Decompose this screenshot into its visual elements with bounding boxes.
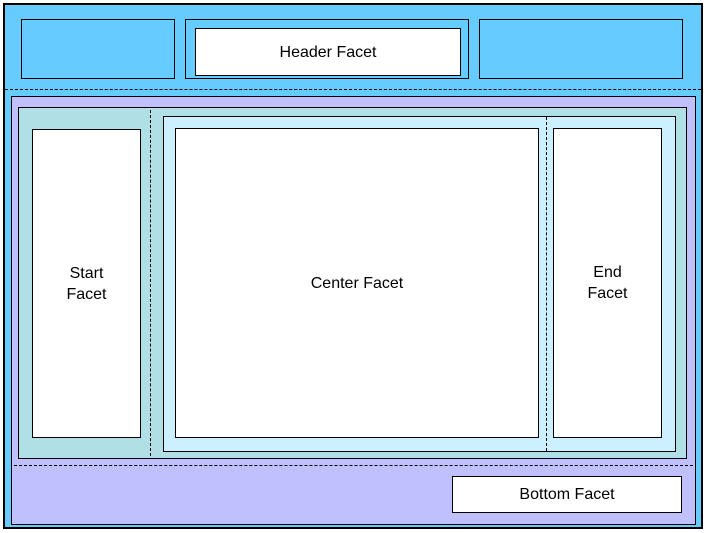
end-facet-label-line2: Facet [587,285,628,302]
center-facet: Center Facet [175,128,539,438]
header-right-slot [479,19,683,79]
bottom-facet: Bottom Facet [452,476,682,513]
start-facet: Start Facet [32,129,141,438]
center-end-divider [546,117,547,451]
end-facet-label-line1: End [593,264,622,281]
end-facet: End Facet [553,128,662,438]
start-facet-label-line2: Facet [66,285,107,303]
page-layout-frame: Header Facet Start Facet Center Facet [3,3,703,529]
start-center-divider [150,110,151,456]
header-facet: Header Facet [195,28,461,76]
start-facet-label-line1: Start [69,264,104,282]
content-area: Start Facet Center Facet End Facet [18,107,687,459]
bottom-divider [14,465,693,466]
center-facet-label: Center Facet [310,274,404,292]
main-area: Start Facet Center Facet End Facet Bo [11,96,696,525]
header-center-slot: Header Facet [185,19,469,79]
header-divider [5,89,701,90]
header-left-slot [21,19,175,79]
bottom-facet-label: Bottom Facet [519,486,615,503]
center-region: Center Facet End Facet [163,116,676,452]
header-facet-label: Header Facet [279,43,377,61]
